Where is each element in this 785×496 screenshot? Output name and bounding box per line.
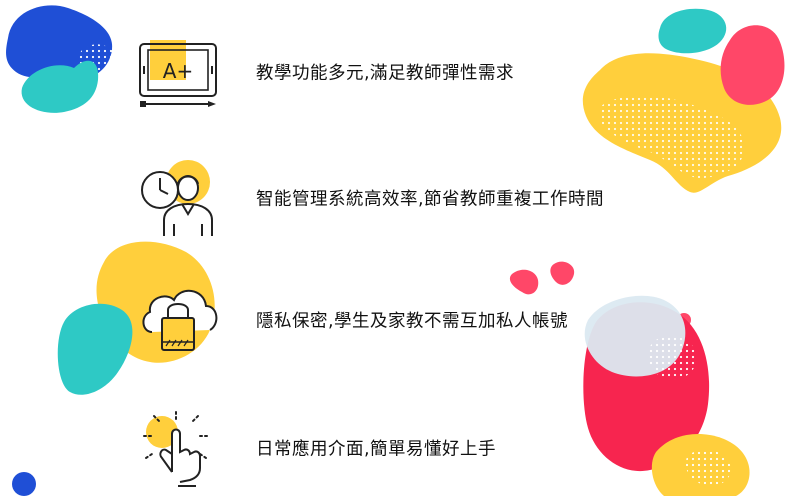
touch-hand-icon — [143, 411, 209, 487]
feature-label: 教學功能多元,滿足教師彈性需求 — [256, 63, 515, 84]
feature-label: 隱私保密,學生及家教不需互加私人帳號 — [256, 311, 569, 332]
feature-item: 隱私保密,學生及家教不需互加私人帳號 — [138, 280, 698, 360]
teal-blob-top-right — [658, 8, 727, 54]
feature-item: A+ 教學功能多元,滿足教師彈性需求 — [138, 32, 698, 112]
teacher-clock-icon — [141, 160, 213, 236]
feature-label: 日常應用介面,簡單易懂好上手 — [256, 439, 497, 460]
pink-blob — [720, 25, 785, 105]
pink-petal — [509, 269, 539, 295]
teal-blob — [21, 60, 99, 113]
teal-blob-left — [57, 303, 133, 395]
feature-label: 智能管理系統高效率,節省教師重複工作時間 — [256, 189, 605, 210]
blue-dot — [12, 472, 36, 496]
dotted-patch — [600, 95, 745, 179]
pink-petal — [550, 261, 575, 285]
grade-text: A+ — [163, 59, 193, 83]
feature-item: 智能管理系統高效率,節省教師重複工作時間 — [138, 158, 698, 238]
feature-item: 日常應用介面,簡單易懂好上手 — [138, 408, 698, 488]
dotted-patch — [648, 336, 697, 380]
cloud-lock-icon — [142, 290, 218, 351]
dotted-patch — [686, 449, 731, 486]
tablet-grade-icon: A+ — [139, 40, 217, 107]
